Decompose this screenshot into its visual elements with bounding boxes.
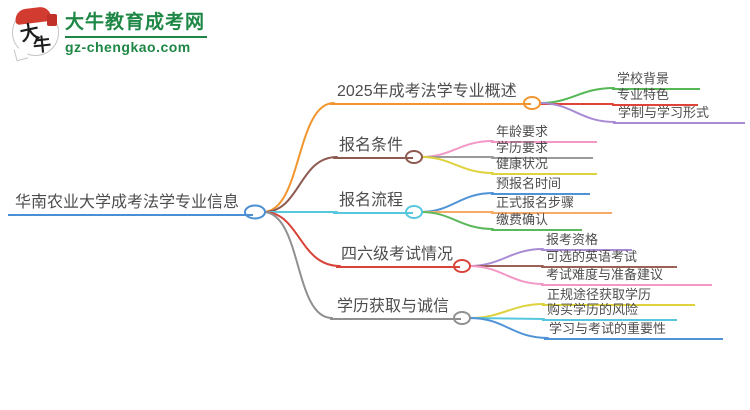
leaf-importance-of-study[interactable]: 学习与考试的重要性 (544, 320, 723, 340)
leaf-difficulty-advice[interactable]: 考试难度与准备建议 (541, 266, 712, 286)
site-url: gz-chengkao.com (65, 39, 191, 55)
branch-conditions[interactable]: 报名条件 (333, 136, 413, 159)
connector-root-conditions (263, 156, 338, 213)
leaf-exam-eligibility[interactable]: 报考资格 (541, 231, 632, 251)
logo-red-seal-icon (47, 14, 57, 26)
leaf-school-background[interactable]: 学校背景 (612, 70, 700, 90)
leaf-legit-channels[interactable]: 正规途径获取学历 (542, 286, 695, 306)
leaf-preregistration-time[interactable]: 预报名时间 (491, 175, 590, 195)
leaf-buying-diploma-risk[interactable]: 购买学历的风险 (542, 301, 677, 321)
site-logo[interactable]: 大 牛 大牛教育成考网 gz-chengkao.com (12, 5, 207, 62)
branch-cet[interactable]: 四六级考试情况 (336, 245, 460, 268)
logo-bull-icon: 大 牛 (12, 5, 59, 62)
leaf-formal-steps[interactable]: 正式报名步骤 (491, 194, 612, 214)
leaf-education-requirement[interactable]: 学历要求 (491, 139, 593, 159)
logo-text-block: 大牛教育成考网 gz-chengkao.com (65, 9, 207, 55)
logo-divider (65, 36, 207, 38)
branch-process[interactable]: 报名流程 (333, 191, 413, 214)
mindmap-root-topic[interactable]: 华南农业大学成考法学专业信息 (8, 193, 253, 216)
branch-integrity[interactable]: 学历获取与诚信 (330, 297, 461, 320)
node-junction-circles (244, 96, 541, 325)
connector-root-integrity (263, 211, 333, 319)
branch-overview[interactable]: 2025年成考法学专业概述 (330, 82, 531, 105)
leaf-study-format[interactable]: 学制与学习形式 (613, 104, 745, 124)
leaf-health-status[interactable]: 健康状况 (491, 155, 597, 175)
connector-root-overview (263, 102, 335, 213)
branch-child-connectors (420, 87, 616, 339)
root-branch-connectors (263, 102, 341, 319)
leaf-payment-confirm[interactable]: 缴费确认 (491, 211, 582, 231)
leaf-major-features[interactable]: 专业特色 (612, 86, 698, 106)
site-name: 大牛教育成考网 (65, 12, 206, 33)
connector-root-cet (263, 211, 341, 267)
leaf-age-requirement[interactable]: 年龄要求 (491, 123, 597, 143)
logo-char-niu: 牛 (32, 34, 53, 56)
leaf-english-exam-options[interactable]: 可选的英语考试 (541, 248, 677, 268)
